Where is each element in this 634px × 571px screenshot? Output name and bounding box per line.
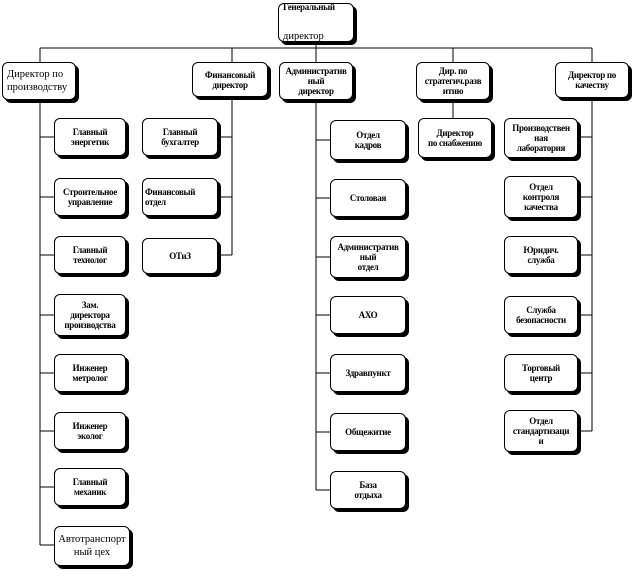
production-director-box: Директор по производству (2, 62, 76, 100)
production-unit-label: Главный механик (72, 477, 108, 497)
quality-unit-label: Производствен ная лаборатория (512, 123, 570, 153)
admin-unit-label: АХО (358, 310, 378, 320)
admin-unit: Столовая (330, 179, 406, 217)
admin-unit-label: Здравпункт (345, 368, 391, 378)
quality-unit: Производствен ная лаборатория (504, 118, 578, 158)
admin-unit-label: Столовая (349, 193, 387, 203)
quality-director-label: Директор по качеству (567, 70, 616, 90)
quality-director-box: Директор по качеству (555, 62, 629, 98)
admin-unit-label: Отдел кадров (354, 130, 382, 150)
finance-unit: Финансовый отдел (142, 178, 218, 216)
strategy-unit-label: Директор по снабжению (428, 128, 482, 148)
production-unit-label: Главный технолог (72, 245, 108, 265)
production-unit-label: Инженер эколог (72, 421, 108, 441)
production-unit: Главный технолог (54, 236, 126, 274)
quality-unit-label: Отдел стандартизаци и (512, 416, 570, 446)
production-unit-label: Инженер метролог (72, 363, 108, 383)
production-unit-label: Автотранспорт ный цех (58, 534, 126, 558)
quality-unit: Отдел стандартизаци и (504, 410, 578, 452)
production-unit: Главный механик (54, 468, 126, 506)
admin-director-box: Административ ный директор (279, 62, 353, 100)
quality-unit: Служба безопасности (504, 296, 578, 334)
production-unit: Инженер метролог (54, 354, 126, 392)
production-unit-label: Зам. директора производства (64, 300, 116, 330)
general-director-title: Генеральный (283, 3, 335, 12)
quality-unit: Юридич. служба (504, 236, 578, 274)
admin-director-label: Административ ный директор (285, 66, 347, 96)
strategy-unit: Директор по снабжению (418, 118, 492, 158)
strategy-director-box: Дир. по стратегич.разв итию (416, 62, 490, 100)
production-director-label: Директор по производству (7, 69, 68, 93)
finance-director-label: Финансовый директор (204, 69, 256, 90)
production-unit: Строительное управление (54, 178, 126, 216)
quality-unit-label: Служба безопасности (516, 305, 566, 325)
quality-unit-label: Торговый центр (522, 363, 560, 383)
admin-unit: АХО (330, 296, 406, 334)
production-unit: Инженер эколог (54, 412, 126, 450)
production-unit-label: Строительное управление (63, 187, 117, 207)
production-unit: Автотранспорт ный цех (54, 526, 130, 566)
finance-director-box: Финансовый директор (192, 62, 268, 97)
finance-unit-label: Финансовый отдел (145, 187, 196, 207)
admin-unit-label: База отдыха (354, 480, 382, 500)
production-unit: Главный энергетик (54, 118, 126, 156)
admin-unit: Общежитие (330, 413, 406, 451)
admin-unit: Здравпункт (330, 354, 406, 392)
quality-unit-label: Юридич. служба (523, 245, 559, 265)
admin-unit: Отдел кадров (330, 120, 406, 160)
finance-unit: Главный бухгалтер (142, 118, 218, 156)
production-unit-label: Главный энергетик (70, 127, 110, 147)
quality-unit: Торговый центр (504, 354, 578, 392)
quality-unit: Отдел контроля качества (504, 176, 578, 218)
admin-unit-label: Административ ный отдел (337, 242, 399, 272)
strategy-director-label: Дир. по стратегич.разв итию (424, 66, 482, 96)
quality-unit-label: Отдел контроля качества (522, 182, 560, 212)
finance-unit: ОТиЗ (142, 238, 218, 274)
production-unit: Зам. директора производства (54, 294, 126, 336)
admin-unit: Административ ный отдел (330, 236, 406, 278)
admin-unit: База отдыха (330, 471, 406, 509)
general-director-subtitle: директор (283, 31, 324, 42)
finance-unit-label: ОТиЗ (169, 251, 191, 261)
finance-unit-label: Главный бухгалтер (161, 127, 199, 147)
admin-unit-label: Общежитие (345, 427, 391, 437)
general-director-box: Генеральный директор (278, 3, 354, 42)
